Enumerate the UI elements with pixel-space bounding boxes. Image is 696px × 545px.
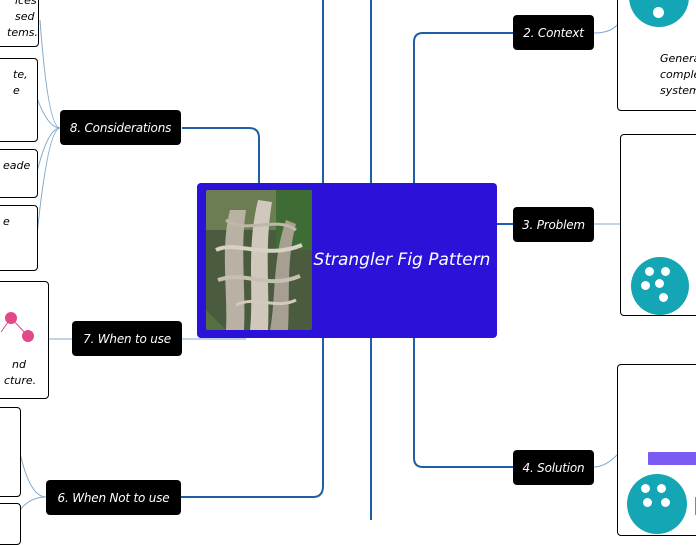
considerations-line: e bbox=[13, 84, 20, 97]
dot bbox=[659, 293, 668, 302]
connector-lines bbox=[19, 0, 696, 520]
dot bbox=[661, 267, 670, 276]
when-to-use-card[interactable]: nd cture. bbox=[0, 281, 49, 399]
dot bbox=[653, 7, 664, 18]
considerations-line: ices bbox=[15, 0, 37, 7]
solution-banner: s bbox=[648, 452, 696, 465]
dot bbox=[641, 281, 650, 290]
context-card-line: system bbox=[660, 84, 696, 97]
dot bbox=[645, 267, 654, 276]
when-to-use-line: nd bbox=[12, 358, 26, 371]
considerations-line: sed bbox=[15, 10, 35, 23]
branch-problem[interactable]: 3. Problem bbox=[513, 207, 594, 242]
branch-solution[interactable]: 4. Solution bbox=[513, 450, 594, 485]
when-to-use-line: cture. bbox=[4, 374, 37, 387]
branch-when-not-to-use[interactable]: 6. When Not to use bbox=[46, 480, 181, 515]
considerations-line: eade bbox=[3, 159, 31, 172]
teal-dots-icon bbox=[627, 474, 687, 534]
when-not-to-use-card[interactable] bbox=[0, 503, 21, 545]
pink-network-icon bbox=[0, 312, 34, 342]
context-card-line: comple bbox=[660, 68, 696, 81]
dot bbox=[657, 484, 666, 493]
context-card[interactable]: Genera comple system bbox=[617, 0, 696, 111]
central-topic-title: Strangler Fig Pattern bbox=[313, 250, 491, 270]
branch-considerations[interactable]: 8. Considerations bbox=[60, 110, 181, 145]
strangler-fig-photo bbox=[206, 190, 312, 330]
teal-dots-icon bbox=[631, 257, 689, 315]
dot bbox=[661, 498, 670, 507]
dot bbox=[641, 484, 650, 493]
context-card-line: Genera bbox=[660, 52, 696, 65]
considerations-line: te, bbox=[13, 68, 28, 81]
branch-context[interactable]: 2. Context bbox=[513, 15, 594, 50]
dot bbox=[655, 279, 664, 288]
teal-dots-icon bbox=[629, 0, 689, 27]
considerations-line: e bbox=[3, 215, 10, 228]
considerations-line: tems. bbox=[7, 26, 39, 39]
solution-card[interactable]: s bbox=[617, 364, 696, 536]
branch-when-to-use[interactable]: 7. When to use bbox=[72, 321, 182, 356]
when-not-to-use-card[interactable] bbox=[0, 407, 21, 497]
considerations-card[interactable]: te, e bbox=[0, 58, 38, 142]
dot bbox=[643, 498, 652, 507]
problem-card[interactable] bbox=[620, 134, 696, 316]
considerations-card[interactable]: eade bbox=[0, 149, 38, 198]
considerations-card[interactable]: e bbox=[0, 205, 38, 271]
considerations-card[interactable]: ices sed tems. bbox=[0, 0, 39, 47]
